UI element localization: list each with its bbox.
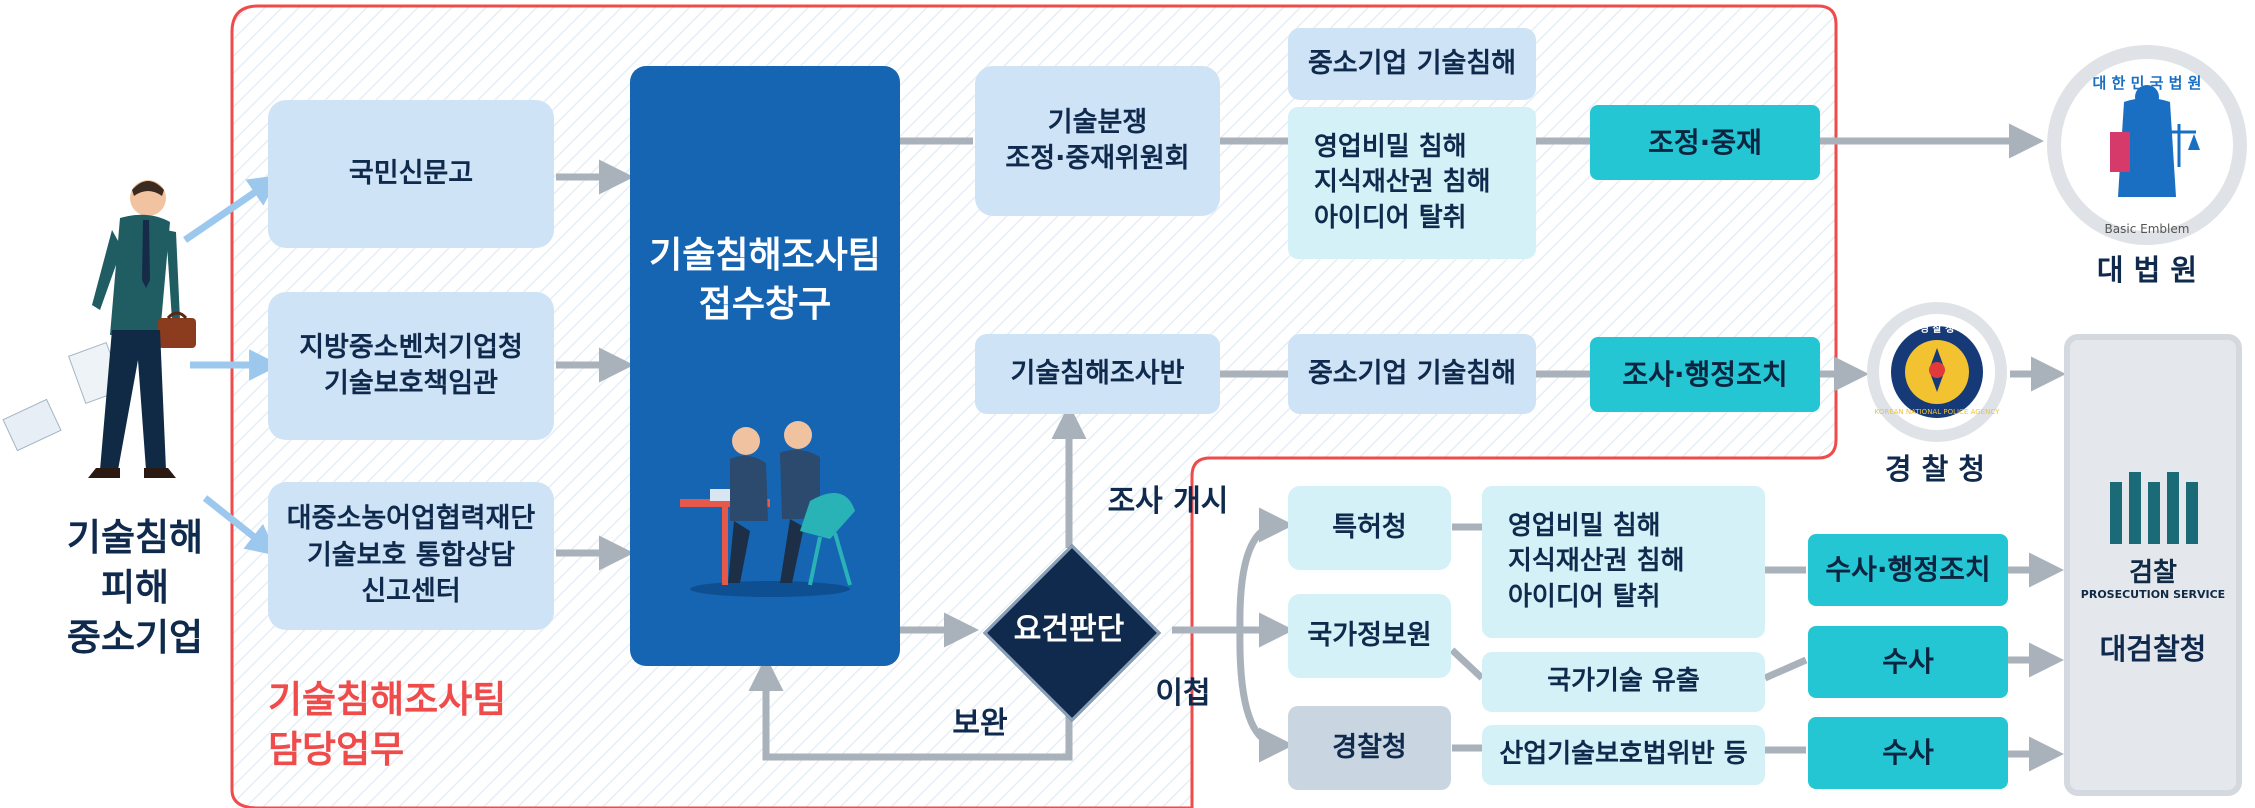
action-police: 수사 [1808, 717, 2008, 789]
prosecution-panel: 검찰 PROSECUTION SERVICE 대검찰청 [2064, 334, 2242, 796]
action-kipo: 수사·행정조치 [1808, 534, 2008, 606]
channel-regional-sme-office: 지방중소벤처기업청 기술보호책임관 [268, 292, 554, 440]
decision-diamond: 요건판단 [982, 543, 1162, 723]
top-branch-scope: 영업비밀 침해 지식재산권 침해 아이디어 탈취 [1288, 107, 1536, 259]
mid-branch-scope: 중소기업 기술침해 [1288, 334, 1536, 414]
team-title: 기술침해조사팀 접수창구 [649, 235, 881, 325]
meeting-illustration [680, 421, 855, 597]
action-nis: 수사 [1808, 626, 2008, 698]
action-investigation-admin: 조사·행정조치 [1590, 337, 1820, 412]
court-emblem-text: 대 한 민 국 법 원 [2092, 74, 2202, 92]
nis-scope: 국가기술 유출 [1482, 652, 1765, 712]
police-emblem-top: 경 찰 청 [1919, 324, 1955, 335]
investigation-unit: 기술침해조사반 [975, 334, 1220, 414]
transfer-label: 이첩 [1155, 675, 1211, 711]
supreme-court-emblem-icon [2047, 45, 2247, 245]
victim-figure-illustration [2, 180, 196, 478]
police-label: 경 찰 청 [1884, 452, 1986, 487]
action-mediation: 조정·중재 [1590, 105, 1820, 180]
team-intake-box: 기술침해조사팀 접수창구 [630, 66, 900, 666]
victim-label: 기술침해 피해 중소기업 [66, 516, 204, 659]
dispute-mediation-committee: 기술분쟁 조정·중재위원회 [975, 66, 1220, 216]
agency-kipo: 특허청 [1288, 486, 1451, 570]
supplement-label: 보완 [952, 705, 1008, 741]
top-branch-header: 중소기업 기술침해 [1288, 28, 1536, 100]
kipo-scope: 영업비밀 침해 지식재산권 침해 아이디어 탈취 [1482, 486, 1765, 638]
police-agency-emblem-icon [1867, 302, 2007, 442]
team-duty-label: 기술침해조사팀 담당업무 [268, 678, 507, 771]
prosecution-label: 대검찰청 [2099, 632, 2207, 667]
court-emblem-caption: Basic Emblem [2104, 222, 2190, 236]
channel-cooperation-foundation: 대중소농어업협력재단 기술보호 통합상담 신고센터 [268, 482, 554, 630]
prosecution-logo-icon [2110, 472, 2198, 544]
prosecution-logo-text: 검찰 [2129, 558, 2177, 588]
agency-nis: 국가정보원 [1288, 594, 1451, 678]
decision-label: 요건판단 [1013, 611, 1125, 647]
court-label: 대 법 원 [2096, 253, 2198, 288]
investigation-start-label: 조사 개시 [1107, 483, 1229, 519]
prosecution-logo-sub: PROSECUTION SERVICE [2080, 588, 2226, 601]
police-emblem-text: KOREAN NATIONAL POLICE AGENCY [1874, 408, 2000, 416]
channel-national-petition: 국민신문고 [268, 100, 554, 248]
police-scope: 산업기술보호법위반 등 [1482, 725, 1765, 785]
agency-police: 경찰청 [1288, 706, 1451, 790]
